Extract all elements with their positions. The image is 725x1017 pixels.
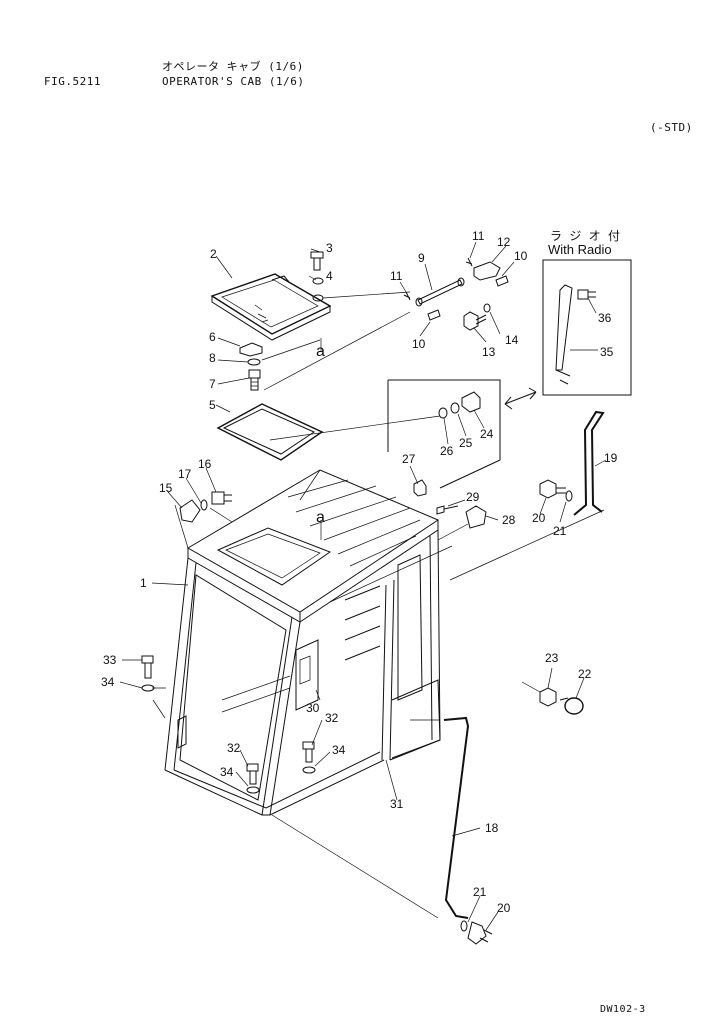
callout-4: 4 bbox=[326, 269, 333, 283]
callout-13: 13 bbox=[482, 345, 496, 359]
washer-17 bbox=[200, 499, 208, 511]
bolt-3 bbox=[310, 251, 324, 271]
callout-30: 30 bbox=[306, 701, 320, 715]
callout-17: 17 bbox=[178, 467, 192, 481]
washer-34b bbox=[302, 766, 316, 774]
callout-23: 23 bbox=[545, 651, 559, 665]
bolt-32a bbox=[302, 741, 315, 763]
bracket-12 bbox=[473, 261, 501, 281]
callout-11a: 11 bbox=[472, 229, 485, 243]
stay-rod bbox=[415, 277, 465, 307]
hatch-bracket bbox=[239, 342, 263, 357]
bolt-33 bbox=[141, 655, 154, 679]
washer-14 bbox=[483, 303, 491, 313]
callout-25: 25 bbox=[459, 436, 473, 450]
knob-22 bbox=[559, 697, 584, 715]
washer-21b bbox=[460, 920, 468, 932]
section-marker-a-top: a bbox=[316, 343, 325, 360]
callout-34c: 34 bbox=[220, 765, 234, 779]
washer-25 bbox=[450, 402, 460, 414]
section-marker-a-roof: a bbox=[316, 509, 325, 526]
hatch-cover bbox=[210, 273, 332, 341]
callout-34a: 34 bbox=[101, 675, 115, 689]
callout-9: 9 bbox=[418, 251, 425, 265]
callout-3: 3 bbox=[326, 241, 333, 255]
callout-32b: 32 bbox=[227, 741, 241, 755]
en-title: OPERATOR'S CAB (1/6) bbox=[162, 75, 305, 88]
callout-20b: 20 bbox=[497, 901, 511, 915]
leader-lines bbox=[119, 241, 607, 931]
callout-15: 15 bbox=[159, 481, 173, 495]
callout-11b: 11 bbox=[390, 269, 403, 283]
bolt-7 bbox=[248, 369, 261, 391]
washer-4 bbox=[312, 277, 324, 285]
screw-29 bbox=[436, 505, 459, 515]
nut-27 bbox=[413, 479, 427, 497]
hatch-seal bbox=[216, 403, 324, 461]
callout-28: 28 bbox=[502, 513, 516, 527]
guide-lines bbox=[152, 291, 605, 919]
callout-16: 16 bbox=[198, 457, 212, 471]
callout-34b: 34 bbox=[332, 743, 346, 757]
callout-20a: 20 bbox=[532, 511, 546, 525]
bolt-32b bbox=[246, 763, 259, 785]
detail-box bbox=[387, 379, 501, 489]
callout-27: 27 bbox=[402, 452, 416, 466]
pin-11b bbox=[465, 257, 473, 267]
callout-21b: 21 bbox=[473, 885, 487, 899]
callout-31: 31 bbox=[390, 797, 404, 811]
latch-28 bbox=[465, 505, 487, 529]
handrail-18 bbox=[443, 716, 470, 919]
callout-18: 18 bbox=[485, 821, 499, 835]
handrail-19 bbox=[573, 410, 605, 516]
fig-number: FIG.5211 bbox=[44, 75, 101, 88]
callout-10a: 10 bbox=[514, 249, 528, 263]
jp-title: オペレータ キャブ (1/6) bbox=[162, 60, 304, 73]
bolt-20b bbox=[467, 921, 493, 945]
callout-35: 35 bbox=[600, 345, 614, 359]
washer-8 bbox=[247, 358, 261, 366]
variant-label: (-STD) bbox=[650, 121, 693, 134]
washer-26 bbox=[438, 407, 448, 419]
washer-34c bbox=[246, 786, 260, 794]
pin-11a bbox=[403, 291, 411, 301]
bolt-13 bbox=[463, 311, 487, 331]
callout-6: 6 bbox=[209, 330, 216, 344]
bolt-20a bbox=[539, 479, 566, 499]
callout-2: 2 bbox=[210, 247, 217, 261]
bolt-16 bbox=[211, 491, 232, 505]
bolt-24 bbox=[461, 391, 481, 413]
callout-8: 8 bbox=[209, 351, 216, 365]
callout-24: 24 bbox=[480, 427, 494, 441]
callout-7: 7 bbox=[209, 377, 216, 391]
callout-21a: 21 bbox=[553, 524, 567, 538]
washer-21a bbox=[565, 490, 573, 502]
callout-1: 1 bbox=[140, 576, 147, 590]
radio-arrow bbox=[504, 387, 537, 410]
inset-en-label: With Radio bbox=[548, 242, 612, 257]
callout-33: 33 bbox=[103, 653, 117, 667]
inset-jp-label: ラ ジ オ 付 bbox=[550, 229, 622, 243]
bracket-15 bbox=[179, 499, 201, 523]
callout-14: 14 bbox=[505, 333, 519, 347]
callout-19: 19 bbox=[604, 451, 618, 465]
callout-22: 22 bbox=[578, 667, 592, 681]
nut-23 bbox=[539, 687, 557, 707]
callout-10b: 10 bbox=[412, 337, 426, 351]
callout-26: 26 bbox=[440, 444, 454, 458]
callout-36: 36 bbox=[598, 311, 612, 325]
page-code: DW102-3 bbox=[600, 1004, 646, 1015]
callout-labels: 2 3 4 5 6 8 7 9 10 10 11 11 12 13 14 35 … bbox=[101, 229, 618, 915]
callout-29: 29 bbox=[466, 490, 480, 504]
callout-32a: 32 bbox=[325, 711, 339, 725]
callout-5: 5 bbox=[209, 398, 216, 412]
callout-12: 12 bbox=[497, 235, 511, 249]
pin-10b bbox=[427, 309, 441, 321]
pin-10a bbox=[495, 275, 509, 287]
radio-inset bbox=[542, 259, 632, 396]
cab-frame bbox=[164, 469, 441, 816]
